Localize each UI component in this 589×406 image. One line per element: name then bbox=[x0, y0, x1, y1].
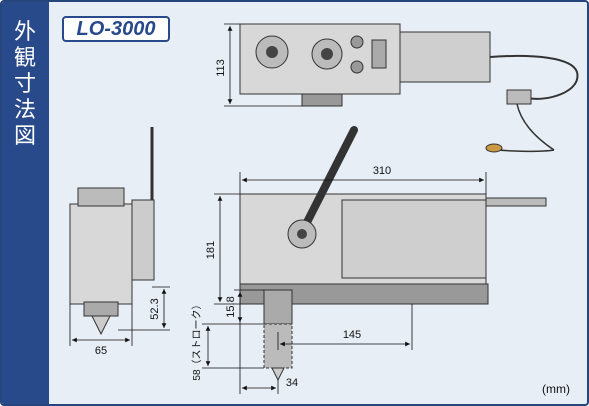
body-length-dim: 145 bbox=[277, 304, 413, 350]
stroke-dim: 58（ストローク） bbox=[191, 299, 264, 381]
top-height-dim: 113 bbox=[215, 23, 302, 107]
dim-stroke-offset: 15.8 bbox=[225, 296, 237, 317]
dim-body-length: 145 bbox=[343, 329, 361, 341]
model-label: LO-3000 bbox=[76, 18, 156, 40]
top-view bbox=[239, 23, 579, 153]
side-view bbox=[239, 126, 547, 382]
unit-label: (mm) bbox=[542, 382, 570, 396]
dim-side-length: 310 bbox=[373, 165, 391, 177]
dim-front-height: 52.3 bbox=[149, 298, 161, 319]
front-height-dim: 52.3 bbox=[118, 286, 170, 331]
side-length-dim: 310 bbox=[239, 165, 487, 194]
dim-drill-offset: 34 bbox=[286, 377, 298, 389]
dim-stroke-label: 58（ストローク） bbox=[191, 299, 203, 380]
front-width-dim: 65 bbox=[69, 304, 133, 357]
dim-side-height: 181 bbox=[205, 241, 217, 259]
model-badge: LO-3000 bbox=[62, 16, 170, 42]
front-view bbox=[69, 127, 155, 336]
sidebar-title: 外観寸法図 bbox=[13, 20, 36, 149]
side-height-dim: 181 bbox=[205, 193, 240, 305]
sidebar: 外観寸法図 bbox=[2, 2, 49, 404]
dim-top-height: 113 bbox=[215, 59, 227, 77]
dim-front-width: 65 bbox=[95, 345, 107, 357]
drill-offset-dim: 34 bbox=[239, 304, 298, 394]
